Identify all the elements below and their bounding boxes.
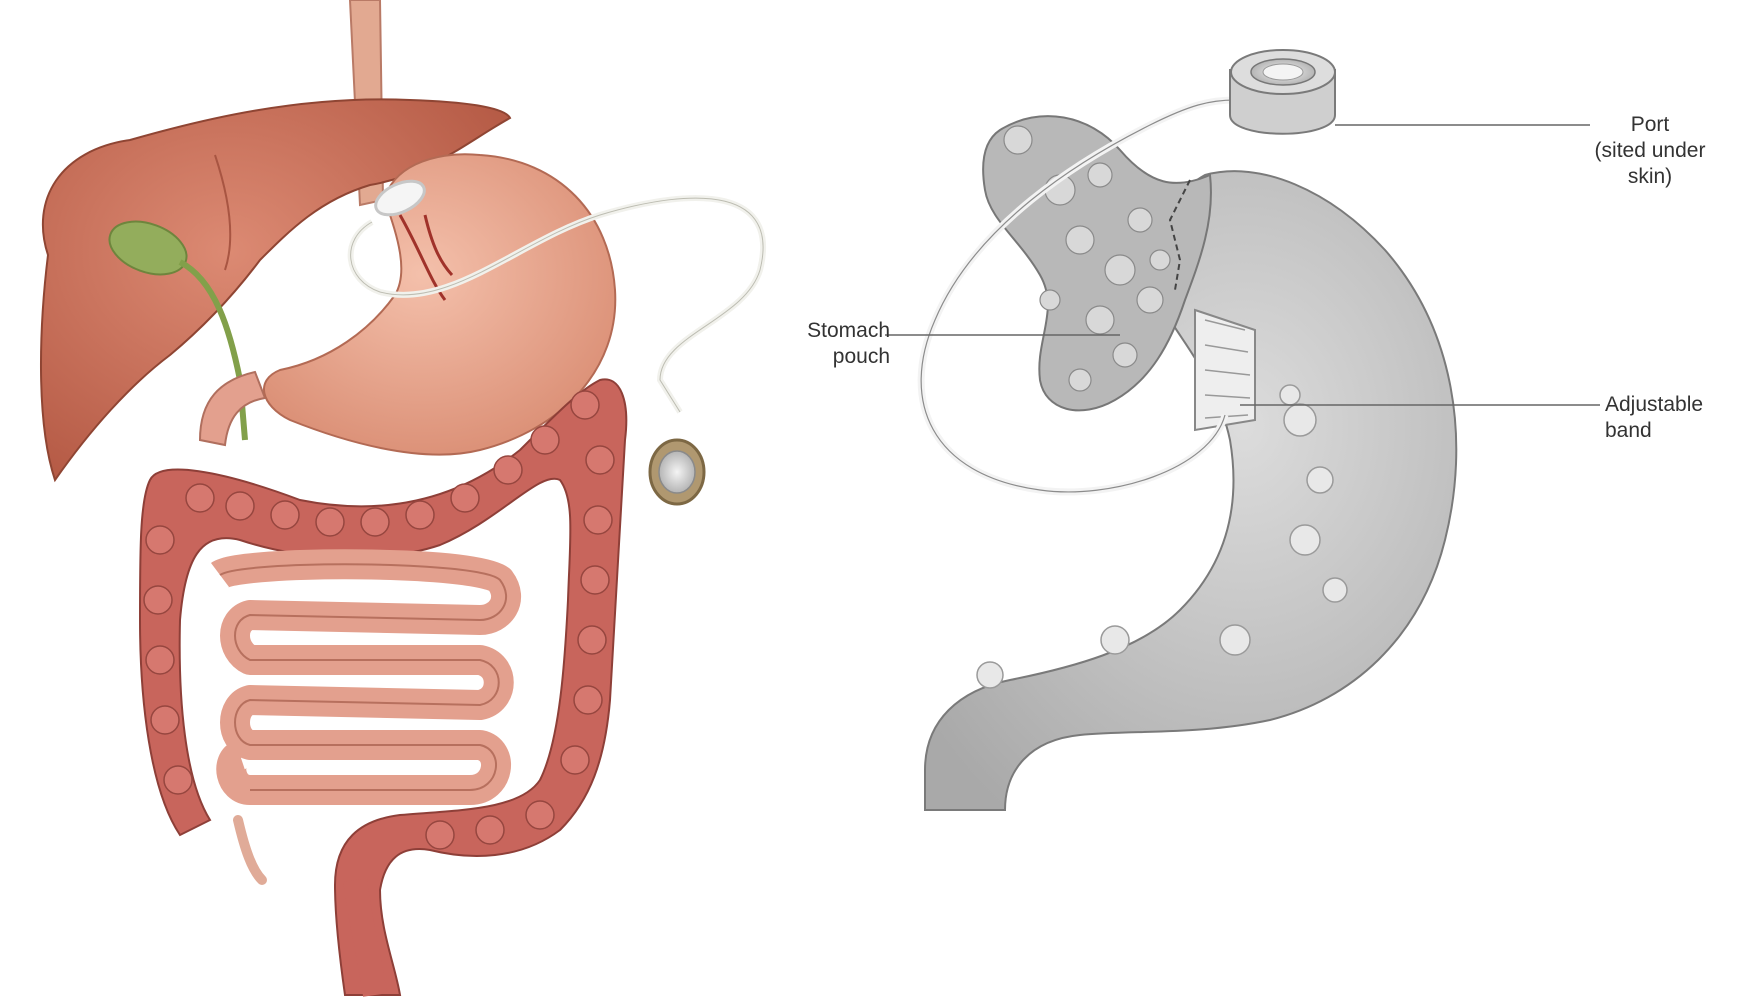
small-intestine xyxy=(220,564,506,790)
adjustable-band-right xyxy=(1195,310,1255,430)
label-adjustable-band: Adjustable band xyxy=(1605,392,1745,444)
stomach-pouch xyxy=(983,116,1211,410)
appendix xyxy=(238,820,262,880)
duodenum xyxy=(200,372,265,445)
colon xyxy=(140,379,626,995)
port-right xyxy=(1230,50,1335,134)
label-port: Port (sited under skin) xyxy=(1575,112,1725,190)
label-stomach-pouch: Stomach pouch xyxy=(760,318,890,370)
